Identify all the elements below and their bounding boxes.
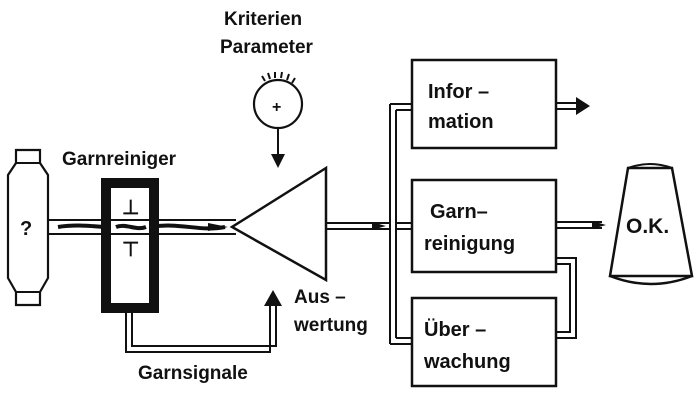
ok-label: O.K.: [626, 215, 669, 238]
dial-plus-sign: +: [272, 99, 281, 116]
garnreinigung-label-2: reinigung: [424, 233, 515, 255]
garnreinigung-block: [410, 178, 558, 274]
parameter-dial: +: [252, 71, 304, 168]
information-output-arrow: [556, 97, 590, 115]
question-mark-label: ?: [20, 218, 32, 240]
garnreinigung-label-1: Garn–: [430, 201, 488, 223]
parameter-label: Parameter: [220, 37, 314, 58]
yarn-clearer-head: ⊥ ⊤: [101, 178, 159, 313]
ueberwachung-block: [410, 296, 558, 388]
information-block: [410, 58, 558, 150]
auswertung-label-2: wertung: [293, 315, 368, 336]
garnreinigung-output-arrow: [556, 221, 606, 229]
yarn-bobbin: ?: [6, 148, 50, 307]
auswertung-amplifier: [229, 165, 328, 283]
ok-yarn-package: O.K.: [608, 163, 694, 286]
information-label-2: mation: [428, 111, 494, 133]
garnreinigung-feedback-line: [556, 257, 577, 339]
kriterien-label: Kriterien: [224, 9, 302, 30]
sensor-top-symbol: ⊥: [122, 197, 139, 219]
garnreiniger-label: Garnreiniger: [62, 149, 177, 170]
garnsignale-label: Garnsignale: [138, 363, 248, 384]
amplifier-output-lines: [326, 103, 412, 345]
information-label-1: Infor –: [428, 81, 489, 103]
ueberwachung-label-2: wachung: [423, 351, 511, 373]
ueberwachung-label-1: Über –: [424, 318, 486, 341]
auswertung-label-1: Aus –: [294, 287, 346, 308]
sensor-bottom-symbol: ⊤: [122, 239, 139, 261]
garnsignale-line: [125, 290, 282, 353]
